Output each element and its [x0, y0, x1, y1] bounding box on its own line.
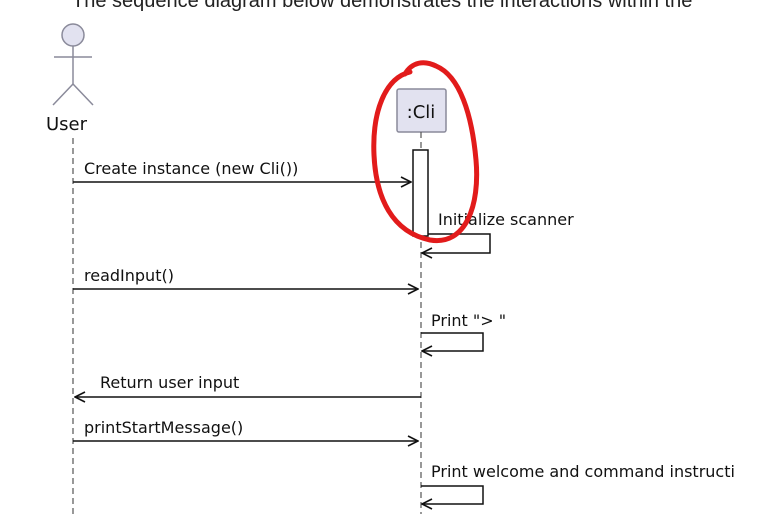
message-print-prompt-arrow	[421, 332, 484, 351]
red-highlight-circle	[371, 60, 480, 244]
cli-participant-label: :Cli	[407, 102, 436, 123]
cli-activation-bar	[412, 149, 429, 237]
message-print-welcome-arrow	[421, 485, 484, 504]
message-print-start-label: printStartMessage()	[84, 418, 243, 437]
user-actor-label: User	[46, 114, 88, 135]
message-initialize-scanner-label: Initialize scanner	[438, 210, 574, 229]
message-read-input-label: readInput()	[84, 266, 174, 285]
message-create-instance-label: Create instance (new Cli())	[84, 159, 298, 178]
message-print-welcome-label: Print welcome and command instructi	[431, 462, 735, 481]
intro-text: The sequence diagram below demonstrates …	[72, 0, 693, 12]
message-return-input-label: Return user input	[100, 373, 239, 392]
message-print-prompt-label: Print "> "	[431, 311, 506, 330]
user-actor-icon	[52, 23, 94, 106]
